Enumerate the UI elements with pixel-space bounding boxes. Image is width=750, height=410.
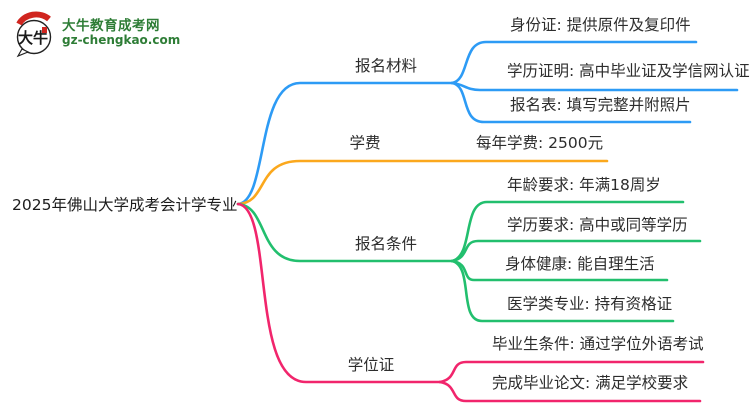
logo-text-block: 大牛教育成考网 gz-chengkao.com <box>62 10 180 47</box>
branch-degree-lines <box>236 202 705 403</box>
site-logo: 大牛 大牛教育成考网 gz-chengkao.com <box>13 10 180 58</box>
logo-bubble-tail <box>16 48 30 58</box>
branch-degree-child-line-2 <box>438 380 702 403</box>
leaf-age-requirement: 年龄要求: 年满18周岁 <box>507 176 661 194</box>
leaf-education-requirement: 学历要求: 高中或同等学历 <box>507 216 688 234</box>
brand-name: 大牛教育成考网 <box>62 18 160 34</box>
leaf-application-form: 报名表: 填写完整并附照片 <box>510 96 691 114</box>
leaf-id-card: 身份证: 提供原件及复印件 <box>510 16 691 34</box>
leaf-thesis-requirement: 完成毕业论文: 满足学校要求 <box>492 374 689 392</box>
branch-conditions-child-line-1 <box>450 200 685 263</box>
logo-bubble-text: 大牛 <box>18 29 48 47</box>
branch-degree-main-line <box>236 202 442 384</box>
branch-label-materials: 报名材料 <box>354 57 417 75</box>
branch-conditions-main-line <box>236 202 454 263</box>
leaf-annual-tuition: 每年学费: 2500元 <box>476 134 604 152</box>
leaf-graduate-condition: 毕业生条件: 通过学位外语考试 <box>492 335 704 353</box>
branch-label-tuition: 学费 <box>349 134 381 152</box>
branch-tuition-main-line <box>236 159 609 206</box>
branch-conditions-child-line-2 <box>450 239 702 263</box>
logo-red-hat-arc <box>16 11 51 26</box>
branch-tuition-lines <box>236 159 609 206</box>
root-topic: 2025年佛山大学成考会计学专业 <box>12 196 238 214</box>
branch-conditions-child-line-4 <box>450 259 675 323</box>
branch-conditions-lines <box>236 200 702 323</box>
branch-materials-child-line-2 <box>450 81 739 92</box>
branch-label-conditions: 报名条件 <box>354 235 417 253</box>
branch-materials-main-line <box>236 81 454 206</box>
brand-domain: gz-chengkao.com <box>62 33 181 47</box>
branch-materials-child-line-3 <box>450 81 692 124</box>
leaf-education-proof: 学历证明: 高中毕业证及学信网认证 <box>507 62 750 80</box>
leaf-health-requirement: 身体健康: 能自理生活 <box>505 255 655 273</box>
branch-materials-lines <box>236 40 739 206</box>
branch-degree-child-line-1 <box>438 360 705 384</box>
branch-label-degree: 学位证 <box>347 356 395 374</box>
logo-red-seal <box>42 27 47 33</box>
logo-bubble-icon: 大牛 <box>16 11 52 58</box>
branch-materials-child-line-1 <box>450 40 698 85</box>
leaf-medical-major: 医学类专业: 持有资格证 <box>507 295 673 313</box>
